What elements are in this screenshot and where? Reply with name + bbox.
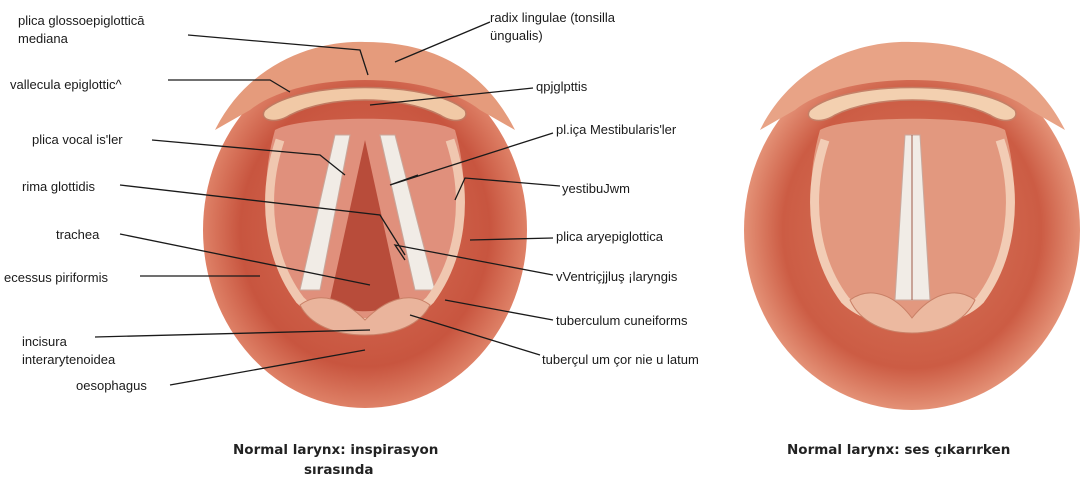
larynx-inspiration-illustration: [203, 42, 527, 408]
label-plica-aryepiglottica: plica aryepiglottica: [556, 229, 663, 245]
label-ventriculus: vVentriçjjluş ¡laryngis: [556, 269, 677, 285]
caption-left-line2: sırasında: [304, 460, 373, 480]
label-vallecula: vallecula epiglottic^: [10, 77, 122, 93]
caption-right: Normal larynx: ses çıkarırken: [787, 440, 1010, 460]
label-plica-vocalis: plica vocal is'ler: [32, 132, 123, 148]
label-incisura-line2: interarytenoidea: [22, 352, 115, 368]
label-tuberculum-corniculatum: tuberçul um çor nie u latum: [542, 352, 699, 368]
label-epiglottis: qpjglpttis: [536, 79, 587, 95]
label-recessus-piriformis: ecessus piriformis: [4, 270, 108, 286]
label-plica-glossoepiglottica-line2: mediana: [18, 31, 68, 47]
label-trachea: trachea: [56, 227, 99, 243]
leader-radix: [395, 22, 490, 62]
label-vestibulum: yestibuJwm: [562, 181, 630, 197]
label-radix-lingulae: radix lingulae (tonsilla: [490, 10, 615, 26]
label-incisura: incisura: [22, 334, 67, 350]
label-rima-glottidis: rima glottidis: [22, 179, 95, 195]
caption-left: Normal larynx: inspirasyon: [233, 440, 438, 460]
label-oesophagus: oesophagus: [76, 378, 147, 394]
larynx-phonation-illustration: [744, 42, 1080, 410]
label-radix-lingulae-line2: üngualis): [490, 28, 543, 44]
label-tuberculum-cuneiforme: tuberculum cuneiforms: [556, 313, 688, 329]
label-plica-vestibularis: pl.iça Mestibularis'ler: [556, 122, 676, 138]
label-plica-glossoepiglottica: plica glossoepiglotticā: [18, 13, 144, 29]
